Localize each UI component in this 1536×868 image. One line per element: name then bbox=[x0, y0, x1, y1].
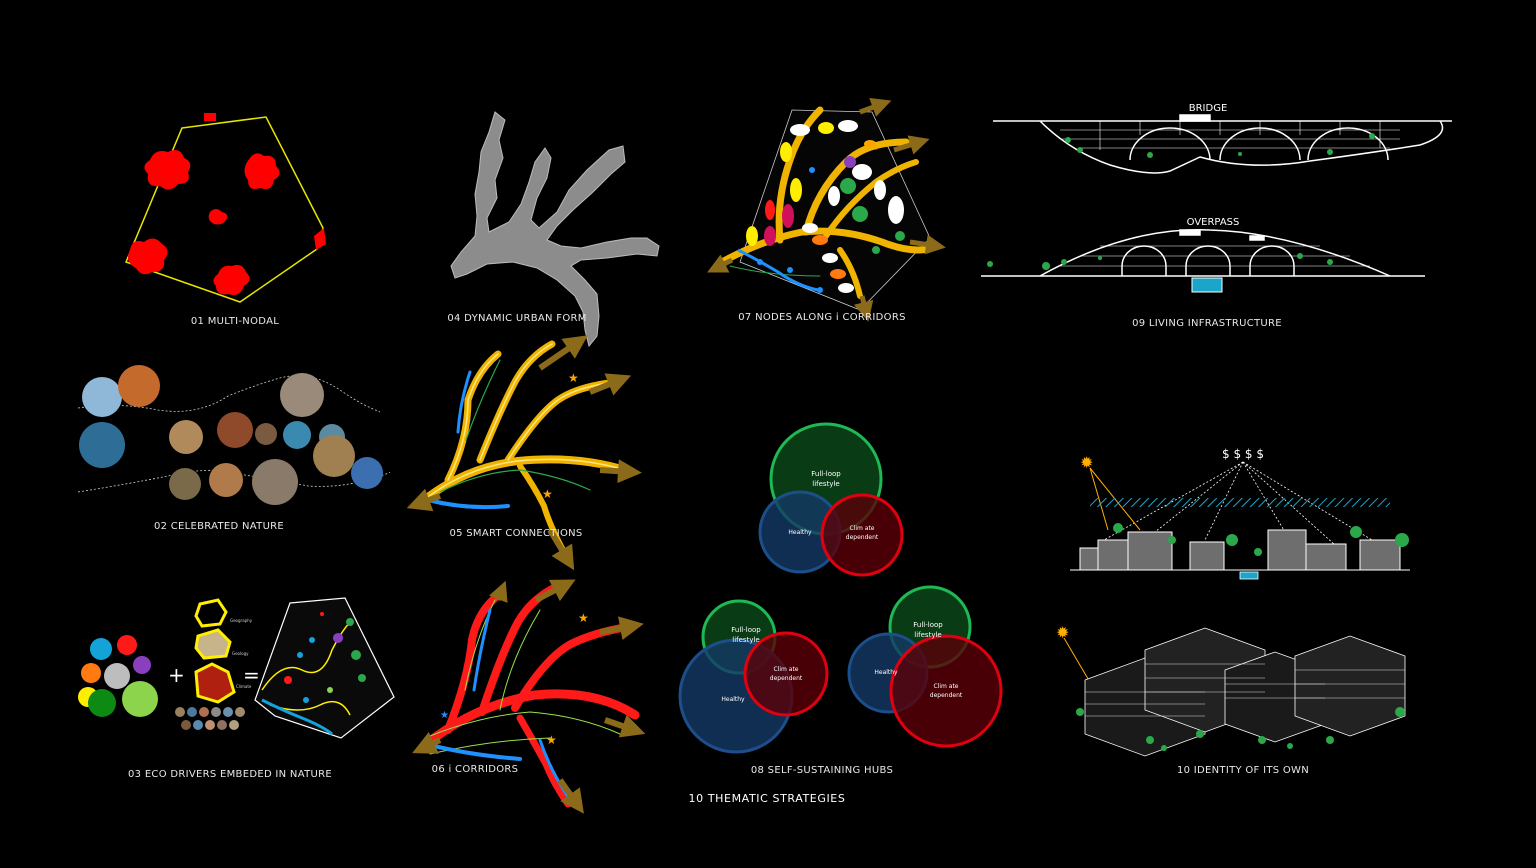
star-icon: ★ bbox=[568, 371, 579, 385]
page-title: 10 THEMATIC STRATEGIES bbox=[688, 792, 846, 805]
svg-text:Full-loop: Full-loop bbox=[811, 470, 841, 478]
buildings-isometric bbox=[1084, 627, 1406, 757]
svg-text:Clim ate: Clim ate bbox=[774, 666, 799, 673]
urban-form-shape bbox=[450, 111, 660, 348]
driver-gray bbox=[104, 663, 130, 689]
panel-nodes-along-corridors: ★ bbox=[707, 98, 946, 322]
label-eco-drivers: 03 ECO DRIVERS EMBEDED IN NATURE bbox=[128, 769, 332, 780]
star-icon: ★ bbox=[870, 142, 879, 153]
driver-green bbox=[88, 689, 116, 717]
label-identity-of-its-own: 10 IDENTITY OF ITS OWN bbox=[1176, 765, 1310, 776]
bridge-section bbox=[993, 114, 1452, 174]
layer-label-climate: Climate bbox=[236, 684, 252, 689]
panel-eco-drivers: + Geography Geology Climate = bbox=[78, 597, 395, 739]
svg-text:dependent: dependent bbox=[846, 534, 879, 541]
label-multi-nodal: 01 MULTI-NODAL bbox=[190, 316, 280, 327]
solar-canopy bbox=[1090, 498, 1390, 507]
photo-oasis bbox=[169, 468, 201, 500]
ridge-line-top bbox=[77, 375, 381, 413]
node-south bbox=[213, 264, 250, 295]
bridge-label: BRIDGE bbox=[1189, 103, 1228, 114]
photo-strip bbox=[175, 707, 245, 730]
svg-text:dependent: dependent bbox=[930, 692, 963, 699]
red-nodes bbox=[128, 113, 326, 295]
hub-diagram-right: Full-loop lifestyle Healthy Clim ate dep… bbox=[847, 585, 1003, 748]
panel-living-infrastructure: BRIDGE bbox=[981, 103, 1452, 293]
driver-red bbox=[117, 635, 137, 655]
driver-purple bbox=[133, 656, 151, 674]
driver-orange bbox=[81, 663, 101, 683]
panel-multi-nodal bbox=[125, 113, 326, 303]
svg-text:lifestyle: lifestyle bbox=[812, 480, 839, 488]
hub-diagram-left: Full-loop lifestyle Healthy Clim ate dep… bbox=[678, 599, 829, 754]
panel-identity-of-its-own: $ $ $ $ ✹ ✹ bbox=[1056, 447, 1410, 757]
photo-canyon bbox=[217, 412, 253, 448]
node-center bbox=[208, 209, 228, 225]
panel-smart-connections: ★ ★ bbox=[406, 335, 642, 571]
buildings-elevation bbox=[1070, 529, 1410, 571]
label-nodes-along-corridors: 07 NODES ALONG i CORRIDORS bbox=[738, 312, 906, 323]
photo-sky bbox=[351, 457, 383, 489]
svg-text:Full-loop: Full-loop bbox=[913, 621, 943, 629]
panel-self-sustaining-hubs: Full-loop lifestyle Healthy Clim ate dep… bbox=[678, 422, 1003, 754]
label-dynamic-urban-form: 04 DYNAMIC URBAN FORM bbox=[447, 313, 587, 324]
label-living-infrastructure: 09 LIVING INFRASTRUCTURE bbox=[1132, 318, 1282, 329]
layer-label-geography: Geography bbox=[230, 618, 253, 623]
label-smart-connections: 05 SMART CONNECTIONS bbox=[449, 528, 583, 539]
photo-mountain-1 bbox=[280, 373, 324, 417]
plus-sign: + bbox=[168, 663, 185, 687]
layer-climate bbox=[194, 662, 236, 704]
photo-salt-lake bbox=[82, 377, 122, 417]
node-west bbox=[144, 150, 191, 190]
svg-text:lifestyle: lifestyle bbox=[914, 631, 941, 639]
overpass-water bbox=[1191, 277, 1223, 293]
svg-text:Healthy: Healthy bbox=[721, 696, 745, 703]
svg-text:Full-loop: Full-loop bbox=[731, 626, 761, 634]
photo-mountain-2 bbox=[252, 459, 298, 505]
photo-rock-1 bbox=[255, 423, 277, 445]
layer-geography bbox=[194, 598, 228, 628]
panel-i-corridors: ★ ★ ★ bbox=[412, 579, 646, 814]
node-southwest bbox=[128, 238, 168, 275]
svg-text:dependent: dependent bbox=[770, 675, 803, 682]
driver-lightgreen bbox=[122, 681, 158, 717]
sun-icon: ✹ bbox=[1056, 623, 1069, 642]
sun-icon: ✹ bbox=[1080, 453, 1093, 472]
equals-sign: = bbox=[243, 663, 260, 687]
label-i-corridors: 06 i CORRIDORS bbox=[431, 764, 519, 775]
layer-label-geology: Geology bbox=[232, 651, 249, 656]
node-east bbox=[244, 153, 280, 189]
eco-site-map bbox=[254, 597, 395, 739]
photo-mesa bbox=[313, 435, 355, 477]
star-icon: ★ bbox=[546, 733, 557, 747]
photo-coast bbox=[79, 422, 125, 468]
svg-text:Clim ate: Clim ate bbox=[850, 525, 875, 532]
overpass-section bbox=[981, 228, 1425, 277]
photo-lagoon bbox=[283, 421, 311, 449]
money-signs: $ $ $ $ bbox=[1222, 447, 1264, 461]
driver-cyan bbox=[90, 638, 112, 660]
star-icon: ★ bbox=[440, 710, 449, 721]
node-top bbox=[204, 113, 216, 121]
svg-text:Clim ate: Clim ate bbox=[934, 683, 959, 690]
photo-red-dunes bbox=[118, 365, 160, 407]
hub-diagram-top: Full-loop lifestyle Healthy Clim ate dep… bbox=[758, 422, 904, 577]
svg-text:lifestyle: lifestyle bbox=[732, 636, 759, 644]
overpass-label: OVERPASS bbox=[1187, 217, 1240, 228]
label-self-sustaining-hubs: 08 SELF-SUSTAINING HUBS bbox=[750, 765, 894, 776]
photo-rock-arch bbox=[209, 463, 243, 497]
star-icon: ★ bbox=[542, 487, 553, 501]
photo-desert-1 bbox=[169, 420, 203, 454]
panel-celebrated-nature bbox=[77, 365, 391, 505]
node-southeast bbox=[314, 228, 326, 250]
label-celebrated-nature: 02 CELEBRATED NATURE bbox=[153, 521, 285, 532]
layer-geology bbox=[194, 628, 232, 660]
star-icon: ★ bbox=[578, 611, 589, 625]
panel-dynamic-urban-form bbox=[450, 111, 660, 348]
svg-text:Healthy: Healthy bbox=[874, 669, 898, 676]
svg-text:Healthy: Healthy bbox=[788, 529, 812, 536]
